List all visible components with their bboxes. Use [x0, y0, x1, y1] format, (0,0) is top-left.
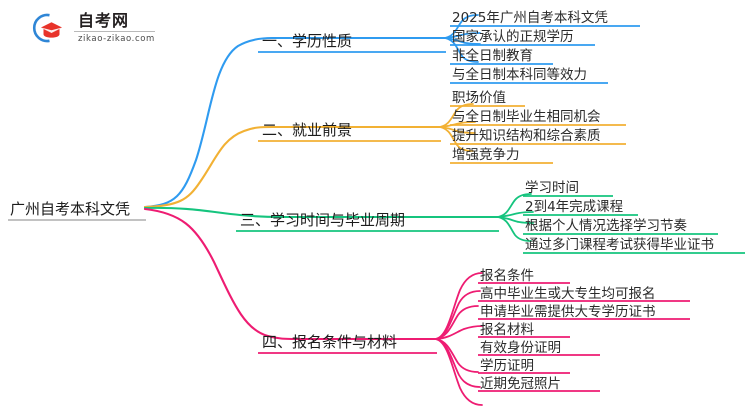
- leaf-node-4-3[interactable]: 申请毕业需提供大专学历证书: [480, 304, 656, 320]
- branch-node-2[interactable]: 二、就业前景: [262, 121, 353, 139]
- logo-title: 自考网: [74, 12, 155, 32]
- leaf-node-4-6[interactable]: 学历证明: [480, 358, 534, 374]
- leaf-node-2-1[interactable]: 职场价值: [452, 90, 506, 106]
- connector-b4-child-6: [435, 338, 481, 388]
- branch-node-4[interactable]: 四、报名条件与材料: [262, 333, 398, 351]
- leaf-node-1-1[interactable]: 2025年广州自考本科文凭: [452, 10, 608, 26]
- leaf-node-3-1[interactable]: 学习时间: [525, 180, 579, 196]
- connector-b4-child-7: [435, 338, 483, 406]
- graduation-cap-icon: [30, 11, 68, 45]
- leaf-node-4-1[interactable]: 报名条件: [480, 268, 534, 284]
- branch-node-3[interactable]: 三、学习时间与毕业周期: [240, 211, 406, 229]
- leaf-node-1-2[interactable]: 国家承认的正规学历: [452, 29, 574, 45]
- root-node[interactable]: 广州自考本科文凭: [10, 200, 131, 218]
- leaf-node-4-4[interactable]: 报名材料: [480, 322, 534, 338]
- site-logo[interactable]: 自考网 zikao-zikao.com: [30, 11, 155, 45]
- leaf-node-2-4[interactable]: 增强竞争力: [452, 147, 520, 163]
- leaf-node-1-4[interactable]: 与全日制本科同等效力: [452, 67, 587, 83]
- connector-b4-child-1: [435, 272, 483, 340]
- connector-b4-child-3: [435, 305, 479, 340]
- leaf-node-2-3[interactable]: 提升知识结构和综合素质: [452, 128, 601, 144]
- leaf-node-3-4[interactable]: 通过多门课程考试获得毕业证书: [525, 237, 714, 253]
- leaf-node-2-2[interactable]: 与全日制毕业生相同机会: [452, 109, 601, 125]
- leaf-node-4-7[interactable]: 近期免冠照片: [480, 376, 561, 392]
- branch-node-1[interactable]: 一、学历性质: [262, 32, 353, 50]
- logo-domain: zikao-zikao.com: [78, 33, 155, 44]
- leaf-node-4-5[interactable]: 有效身份证明: [480, 340, 561, 356]
- leaf-node-3-3[interactable]: 根据个人情况选择学习节奏: [525, 218, 687, 234]
- logo-wordmark: 自考网 zikao-zikao.com: [74, 12, 155, 44]
- connector-b4-child-5: [435, 338, 479, 373]
- leaf-node-1-3[interactable]: 非全日制教育: [452, 48, 533, 64]
- connector-b4-child-4: [435, 325, 483, 340]
- leaf-node-4-2[interactable]: 高中毕业生或大专生均可报名: [480, 286, 656, 302]
- leaf-node-3-2[interactable]: 2到4年完成课程: [525, 199, 624, 215]
- connector-b4-child-2: [435, 290, 481, 340]
